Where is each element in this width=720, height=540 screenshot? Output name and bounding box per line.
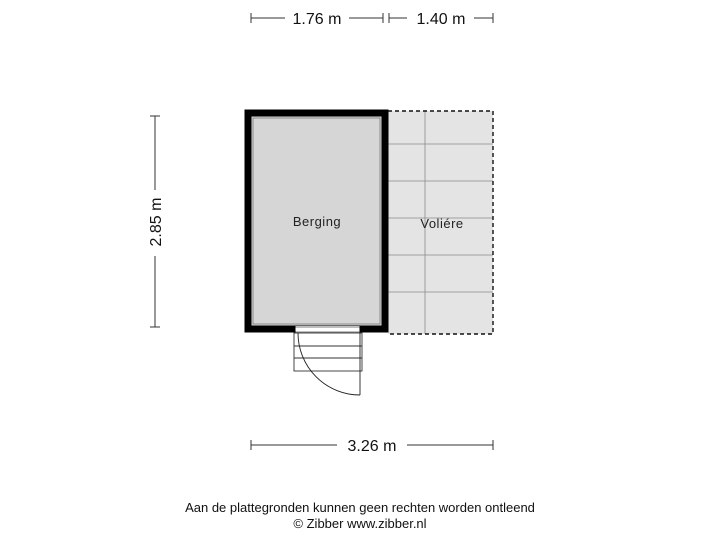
- berging-room: Berging: [244, 109, 389, 333]
- footer-disclaimer: Aan de plattegronden kunnen geen rechten…: [185, 500, 535, 515]
- dimension-top-right-label: 1.40 m: [417, 11, 466, 28]
- dimension-top-right: 1.40 m: [388, 11, 494, 28]
- door-swing: [297, 332, 361, 396]
- dimension-top-left-label: 1.76 m: [293, 11, 342, 28]
- door-arc: [297, 332, 361, 396]
- room-label-berging: Berging: [293, 214, 341, 229]
- entrance-steps: [293, 332, 363, 372]
- dimension-top-left: 1.76 m: [250, 11, 384, 28]
- door-opening: [295, 326, 360, 333]
- dimension-bottom: 3.26 m: [250, 438, 494, 455]
- voliere-area: Voliére: [388, 110, 494, 335]
- footer-copyright: © Zibber www.zibber.nl: [293, 516, 427, 531]
- dimension-left-label: 2.85 m: [148, 198, 165, 247]
- berging-walls: [244, 109, 389, 333]
- room-label-voliere: Voliére: [420, 216, 463, 231]
- dimension-bottom-label: 3.26 m: [348, 438, 397, 455]
- dimension-left: 2.85 m: [148, 115, 165, 328]
- voliere-outline: [388, 110, 494, 335]
- voliere-grid: [388, 111, 493, 334]
